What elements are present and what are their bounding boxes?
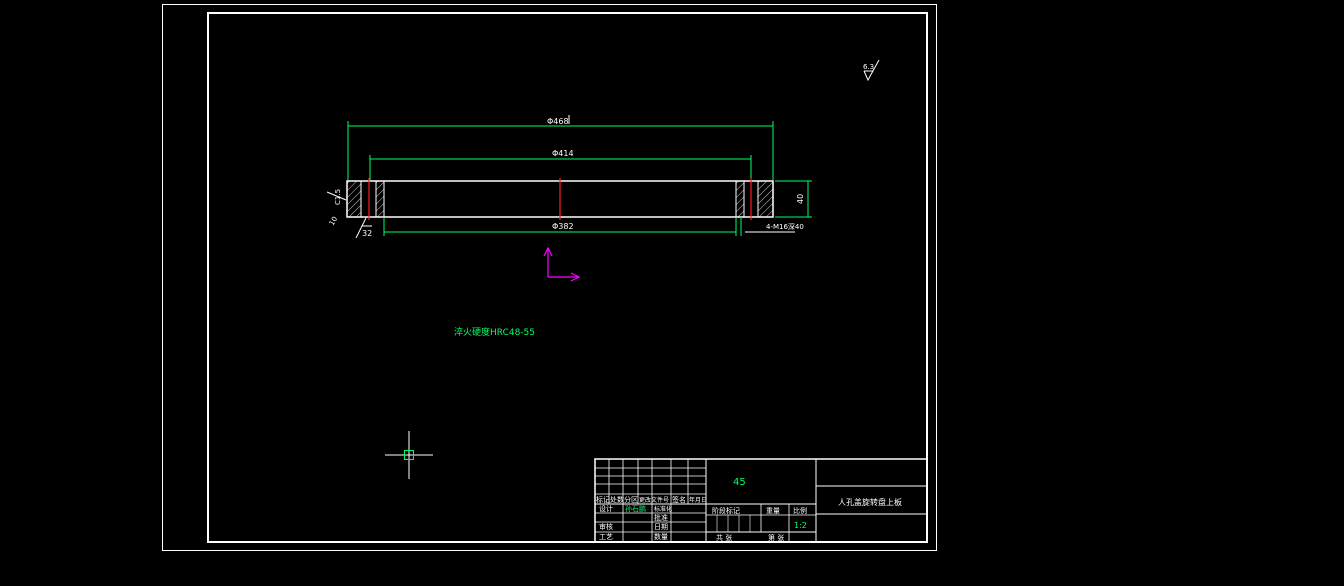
dimension-left-details: C1.5 10 32 [326, 189, 372, 239]
dimension-mid-diameter: Φ414 [369, 149, 752, 180]
tb-header-2: 分区 [624, 495, 638, 504]
crosshair-cursor[interactable] [385, 431, 433, 479]
tb-header-4: 签名 [672, 495, 686, 504]
heat-treatment-note: 淬火硬度HRC48-55 [454, 326, 535, 338]
thickness-label: 40 [796, 194, 805, 204]
left-small-label: 10 [328, 215, 339, 227]
tb-header-5: 年月日 [689, 496, 707, 504]
dimension-thickness: 40 [775, 180, 812, 218]
mid-diameter-label: Φ414 [552, 149, 574, 158]
tb-mid-0: 标准化 [654, 505, 672, 513]
tb-material: 45 [733, 477, 746, 488]
tb-row-design: 设计 [599, 504, 613, 513]
tb-header-3: 更改文件号 [639, 496, 669, 504]
dimension-inner-diameter: Φ382 4-M16深40 [383, 217, 804, 236]
dimension-outer-diameter: Φ468 [347, 115, 774, 180]
tb-mid-3: 数量 [654, 532, 668, 541]
tb-scale-label: 比例 [793, 506, 807, 515]
tb-header-1: 处数 [610, 495, 624, 504]
tb-header-0: 标记 [596, 495, 610, 504]
tb-sheet-number: 第 张 [768, 533, 784, 542]
tb-part-name: 人孔盖旋转盘上板 [838, 497, 902, 507]
tb-scale-value: 1:2 [794, 521, 807, 530]
sheet-outer-border [162, 4, 937, 551]
tb-row-review: 审核 [599, 522, 613, 531]
tb-mid-2: 日期 [654, 523, 668, 531]
chamfer-label: C1.5 [334, 189, 342, 205]
bottom-left-label: 32 [362, 229, 372, 238]
outer-diameter-label: Φ468 [547, 117, 569, 126]
surface-roughness-value: 6.3 [863, 63, 874, 71]
tb-designer: 孙石鹏 [625, 504, 646, 513]
surface-roughness-symbol: 6.3 [863, 59, 880, 82]
title-block: 标记 处数 分区 更改文件号 签名 年月日 设计 审核 工艺 孙石鹏 标准化 批… [594, 458, 928, 543]
inner-diameter-label: Φ382 [552, 222, 574, 231]
part-section-view [346, 178, 774, 220]
ucs-icon [543, 246, 581, 282]
tb-weight-label: 重量 [766, 507, 780, 515]
tb-row-process: 工艺 [599, 533, 613, 541]
sheet-inner-border [207, 12, 928, 543]
tb-stage-label: 阶段标记 [712, 506, 740, 515]
tb-sheets-total: 共 张 [716, 533, 732, 542]
hole-callout-label: 4-M16深40 [766, 222, 804, 231]
tb-mid-1: 批准 [654, 513, 668, 522]
